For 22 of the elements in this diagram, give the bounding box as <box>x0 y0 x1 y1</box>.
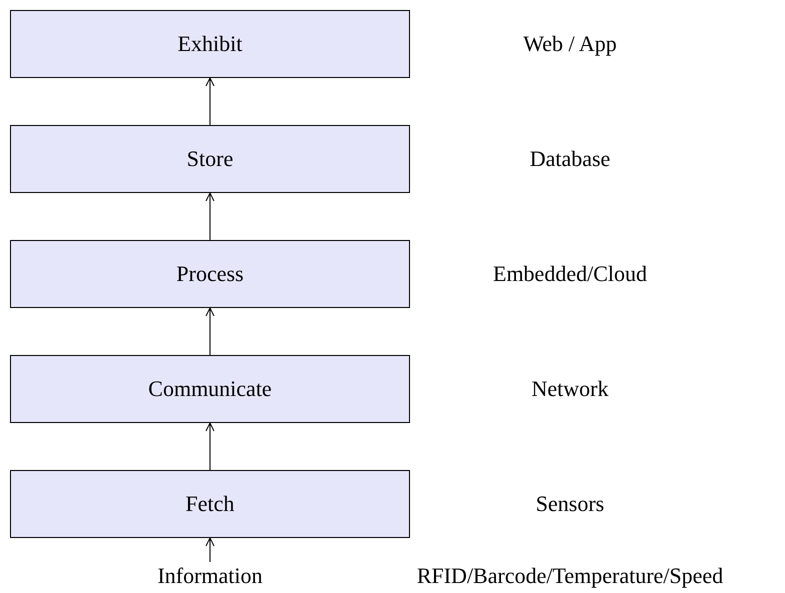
side-label: Database <box>530 146 610 172</box>
side-label: Sensors <box>536 491 604 517</box>
input-label: Information <box>140 562 280 590</box>
process-box <box>10 240 410 308</box>
side-label: Web / App <box>523 31 617 57</box>
box-label: Communicate <box>148 376 272 402</box>
process-box <box>10 10 410 78</box>
side-label: Network <box>532 376 608 402</box>
process-box <box>10 125 410 193</box>
box-label: Exhibit <box>178 31 242 57</box>
process-box <box>10 355 410 423</box>
box-label: Store <box>186 146 234 172</box>
side-label: RFID/Barcode/Temperature/Speed <box>416 563 724 589</box>
arrow <box>206 308 214 356</box>
box-label: Process <box>176 261 244 287</box>
arrow <box>206 422 214 470</box>
arrow <box>206 538 214 562</box>
process-box <box>10 470 410 538</box>
side-label: Embedded/Cloud <box>493 261 647 287</box>
arrow <box>206 78 214 126</box>
box-label: Fetch <box>186 491 234 517</box>
arrow <box>206 192 214 240</box>
